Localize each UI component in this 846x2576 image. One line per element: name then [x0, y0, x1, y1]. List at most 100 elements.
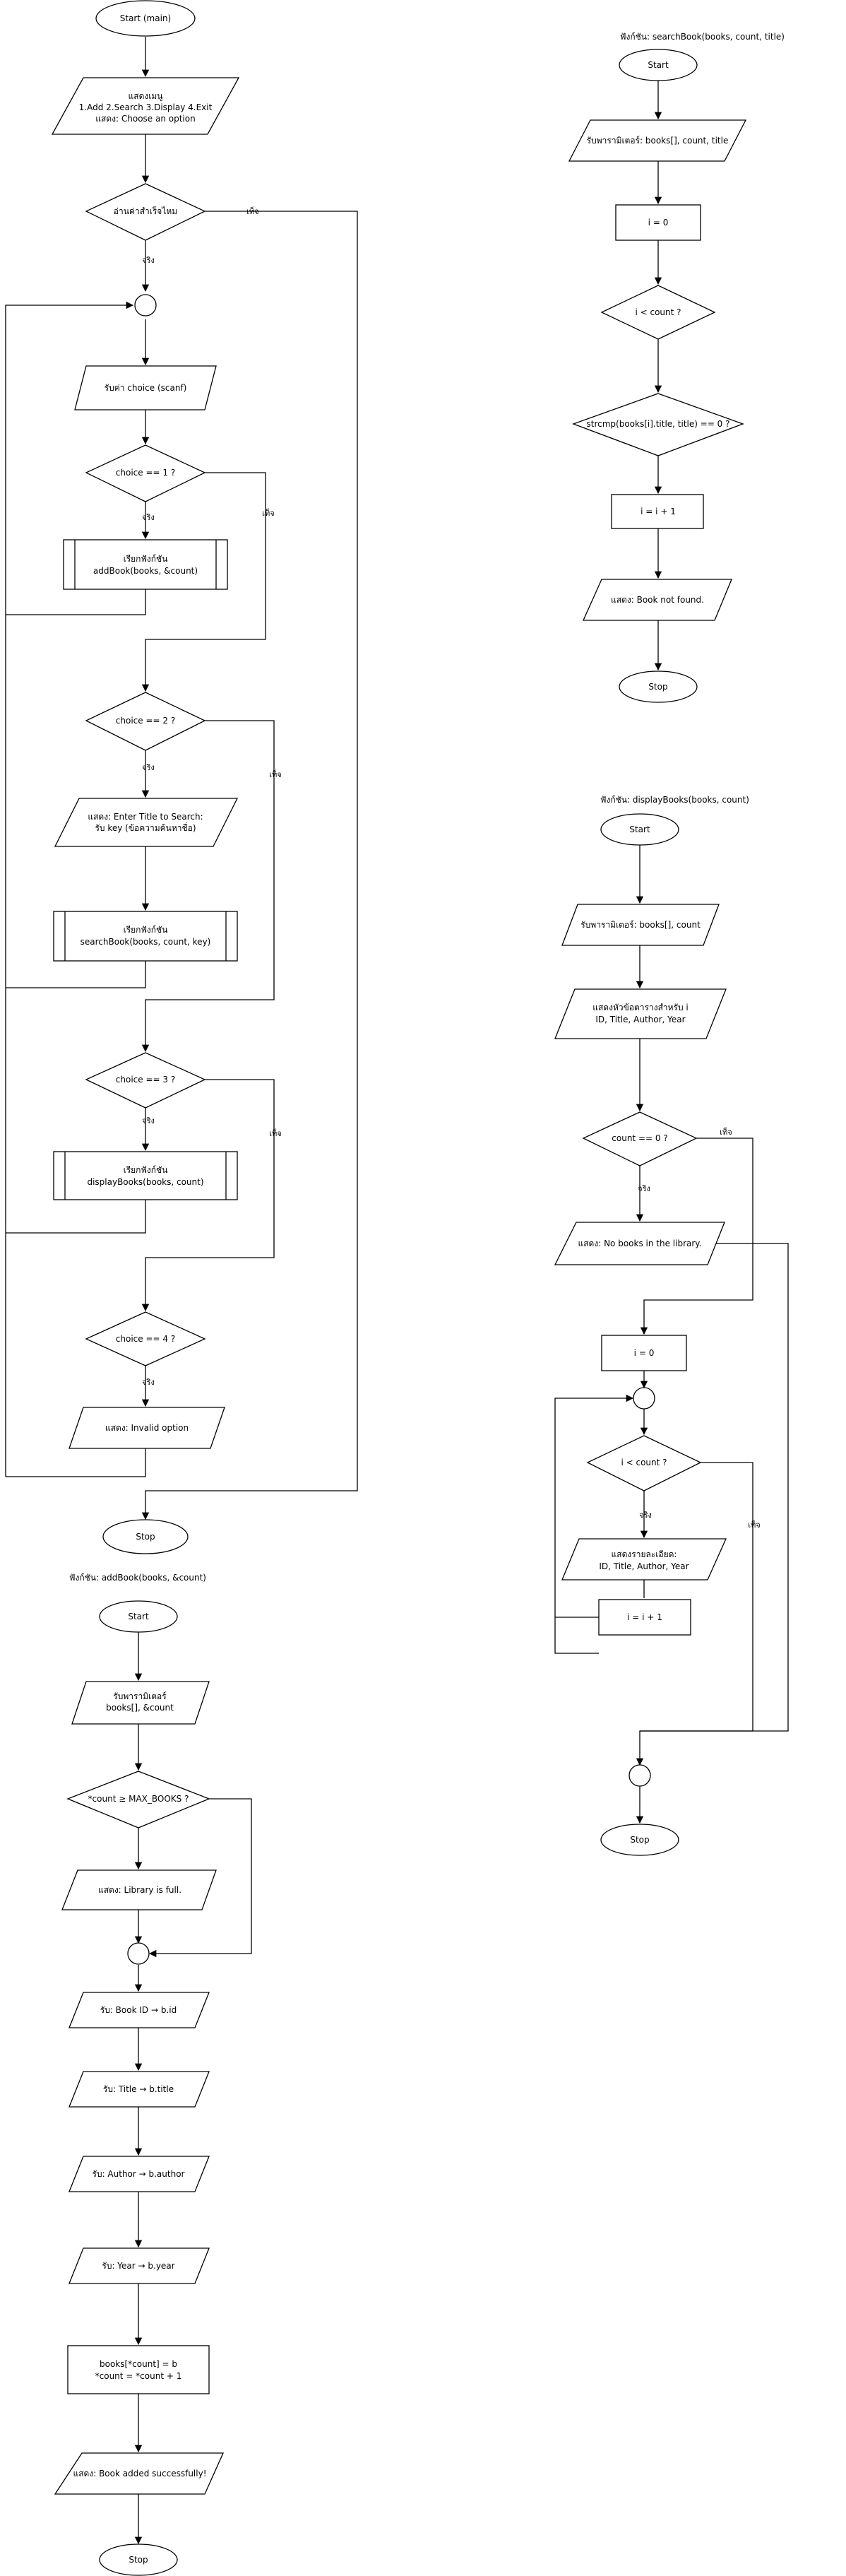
main-search-prompt-io [54, 798, 239, 847]
add-assign-line2: *count = *count + 1 [95, 2371, 182, 2381]
search-stop-label: Stop [648, 682, 667, 692]
add-params-line2: books[], &count [106, 1703, 174, 1713]
search-start-terminal [619, 49, 698, 81]
searchbook-flow: ฟังก์ชัน: searchBook(books, count, title… [568, 32, 785, 703]
display-params-io [561, 904, 720, 946]
add-assign-line1: books[*count] = b [100, 2359, 177, 2369]
add-full-decision [66, 1771, 210, 1828]
main-stop-label: Stop [136, 1532, 155, 1542]
display-init-label: i = 0 [634, 1348, 655, 1358]
search-not-found-label: แสดง: Book not found. [611, 595, 704, 605]
main-choice4-decision [85, 1311, 206, 1366]
main-call-add-process [63, 539, 228, 590]
main-start-label: Start (main) [120, 13, 171, 23]
display-no-books-label: แสดง: No books in the library. [578, 1239, 702, 1248]
display-empty-decision [582, 1111, 698, 1166]
main-choice2-no-label: เท็จ [269, 769, 281, 779]
main-menu-line3: แสดง: Choose an option [95, 114, 195, 124]
main-flow: Start (main) แสดงเมนู 1.Add 2.Search 3.D… [5, 0, 358, 1554]
search-increment-process [611, 494, 704, 529]
display-no-books-io [554, 1222, 725, 1265]
add-params-io [71, 1681, 210, 1725]
add-year-io [68, 2247, 210, 2284]
main-call-search-line2: searchBook(books, count, key) [81, 937, 211, 947]
display-stop-label: Stop [630, 1835, 649, 1845]
add-id-label: รับ: Book ID → b.id [100, 2005, 177, 2015]
main-call-add-line1: เรียกฟังก์ชัน [124, 554, 168, 564]
search-not-found-io [582, 579, 732, 621]
main-start-terminal [95, 0, 196, 37]
search-compare-label: strcmp(books[i].title, title) == 0 ? [586, 419, 729, 429]
add-full-io [61, 1869, 217, 1910]
add-full-cond-label: *count ≥ MAX_BOOKS ? [88, 1794, 189, 1804]
main-call-display-line1: เรียกฟังก์ชัน [124, 1165, 168, 1175]
main-choice2-yes-label: จริง [142, 763, 155, 772]
add-start-label: Start [128, 1612, 149, 1621]
search-compare-decision [572, 393, 744, 456]
add-start-terminal [99, 1600, 178, 1633]
main-choice2-label: choice == 2 ? [116, 716, 175, 726]
displaybooks-flow: ฟังก์ชัน: displayBooks(books, count) Sta… [554, 795, 789, 1856]
display-loop-yes-label: จริง [639, 1511, 652, 1520]
display-header-line2: ID, Title, Author, Year [595, 1015, 685, 1024]
main-call-add-line2: addBook(books, &count) [93, 566, 198, 576]
display-row-line1: แสดงรายละเอียด: [612, 1549, 677, 1559]
main-call-search-line1: เรียกฟังก์ชัน [124, 925, 168, 935]
main-search-prompt-line2: รับ key (ข้อความค้นหาชื่อ) [95, 822, 196, 833]
display-row-io [561, 1538, 727, 1581]
main-invalid-io [68, 1407, 225, 1449]
search-init-process [615, 204, 701, 241]
add-author-label: รับ: Author → b.author [93, 2169, 185, 2179]
main-choice1-yes-label: จริง [142, 513, 155, 522]
add-title-io [68, 2071, 210, 2108]
add-id-io [68, 1992, 210, 2028]
main-choice4-yes-label: จริง [142, 1378, 155, 1387]
search-init-label: i = 0 [648, 218, 669, 228]
search-increment-label: i = i + 1 [641, 507, 676, 516]
display-loop-no-label: เท็จ [748, 1520, 760, 1530]
search-function-title: ฟังก์ชัน: searchBook(books, count, title… [620, 32, 785, 42]
add-assign-process [67, 2345, 210, 2394]
main-read-choice-io [74, 365, 217, 410]
display-row-line2: ID, Title, Author, Year [599, 1561, 689, 1571]
main-loop-decision [85, 183, 206, 241]
main-loop-label: อ่านค่าสำเร็จไหม [114, 206, 177, 216]
display-header-io [554, 988, 727, 1039]
add-success-label: แสดง: Book added successfully! [73, 2469, 207, 2478]
add-stop-label: Stop [129, 2555, 148, 2565]
display-start-terminal [600, 813, 679, 846]
search-start-label: Start [648, 60, 669, 70]
main-call-display-process [53, 1151, 238, 1200]
search-loop-label: i < count ? [635, 307, 681, 317]
main-search-prompt-line1: แสดง: Enter Title to Search: [88, 812, 203, 822]
main-loop-no-label: เท็จ [246, 206, 258, 216]
search-params-io [568, 119, 747, 162]
main-choice1-label: choice == 1 ? [116, 468, 175, 478]
add-merge-connector [127, 1942, 150, 1965]
display-increment-label: i = i + 1 [627, 1612, 662, 1622]
main-menu-line1: แสดงเมนู [129, 91, 163, 102]
add-full-label: แสดง: Library is full. [98, 1885, 181, 1895]
main-loop-connector [134, 294, 157, 317]
add-title-label: รับ: Title → b.title [103, 2084, 174, 2094]
main-call-display-line2: displayBooks(books, count) [87, 1177, 203, 1187]
add-params-line1: รับพารามิเตอร์ [113, 1691, 167, 1701]
main-read-choice-label: รับค่า choice (scanf) [105, 383, 187, 393]
main-choice2-decision [85, 692, 206, 751]
display-empty-label: count == 0 ? [612, 1133, 667, 1143]
add-author-io [68, 2156, 210, 2192]
display-params-label: รับพารามิเตอร์: books[], count [580, 920, 701, 930]
main-menu-io [51, 77, 240, 135]
display-init-process [601, 1335, 687, 1371]
main-choice1-decision [85, 444, 206, 502]
add-success-io [54, 2452, 225, 2495]
main-choice3-no-label: เท็จ [269, 1128, 281, 1138]
main-choice3-decision [85, 1052, 206, 1109]
display-stop-terminal [600, 1824, 679, 1856]
display-loop-label: i < count ? [621, 1458, 667, 1467]
display-empty-no-label: เท็จ [720, 1127, 732, 1137]
main-stop-terminal [102, 1519, 189, 1554]
search-stop-terminal [619, 670, 698, 703]
add-function-title: ฟังก์ชัน: addBook(books, &count) [69, 1573, 206, 1583]
